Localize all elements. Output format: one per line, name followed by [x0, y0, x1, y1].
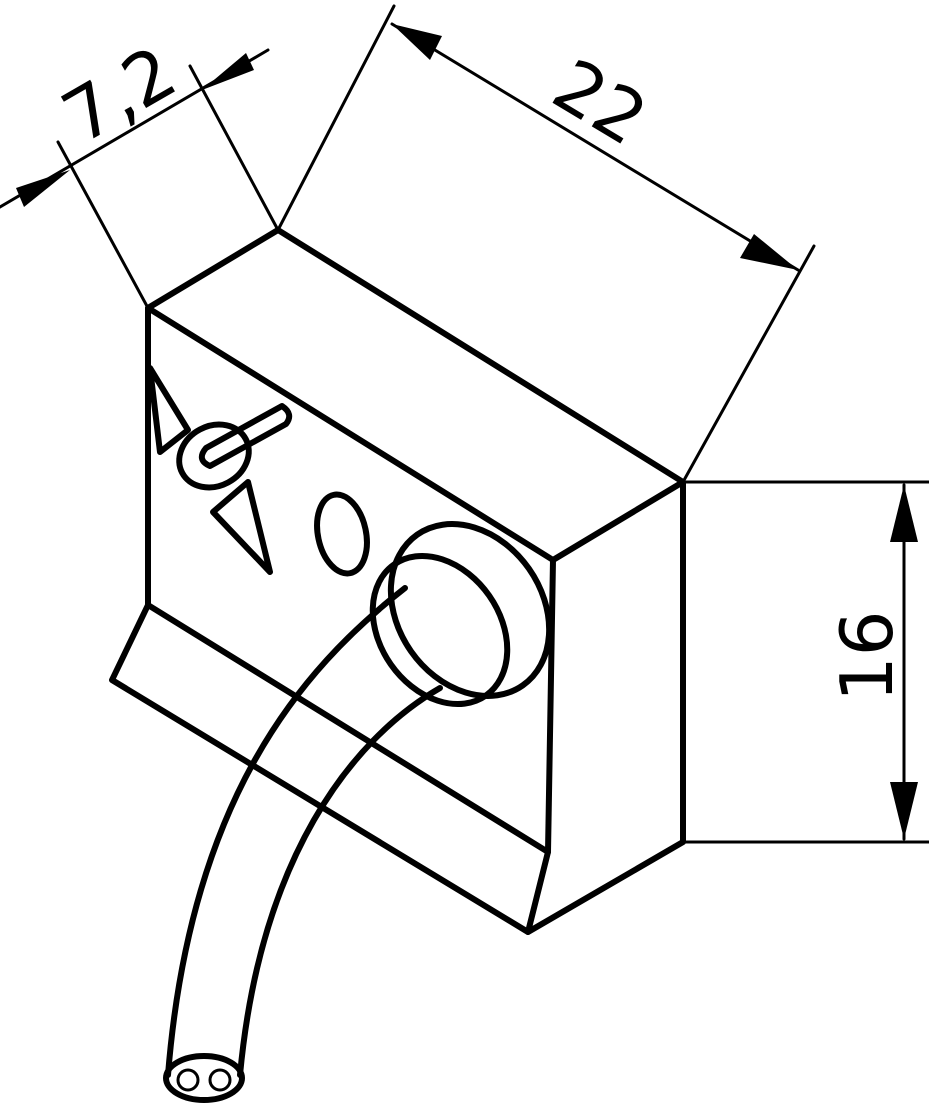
arrowhead: [392, 24, 442, 60]
extension-line: [188, 64, 280, 232]
cable-core-left: [176, 1068, 200, 1092]
cable-gland-ring: [387, 521, 553, 699]
triangle-marker-lower: [210, 479, 273, 575]
cable-assembly: [163, 521, 553, 1103]
cable-gland-face: [369, 552, 511, 708]
adjustment-slot: [198, 403, 293, 469]
adjustment-knob: [176, 421, 252, 491]
triangle-marker-upper: [147, 365, 191, 455]
housing-front-face: [145, 305, 556, 855]
arrowhead: [740, 234, 798, 270]
cable-edge: [237, 685, 443, 1078]
extension-line: [681, 244, 816, 484]
cable-core-right: [208, 1068, 232, 1092]
sensor-housing: [109, 227, 686, 935]
extension-line: [56, 140, 150, 310]
dimension-line: [390, 22, 800, 272]
arrowhead: [16, 170, 70, 207]
housing-right-face: [525, 479, 686, 935]
housing-top-face: [145, 227, 686, 563]
dimension-width-label: 22: [539, 43, 661, 162]
dimension-width: 22: [276, 4, 816, 484]
extension-line: [276, 4, 396, 232]
arrowhead: [890, 782, 918, 839]
sensing-face-symbols: [147, 365, 370, 577]
cable: [165, 585, 408, 1078]
dimension-depth-label: 7,2: [49, 30, 190, 160]
arrowhead: [890, 485, 918, 542]
cable-end: [163, 1053, 245, 1103]
arrowhead: [202, 53, 254, 90]
dimension-height-label: 16: [825, 610, 909, 702]
mounting-flange: [109, 602, 531, 935]
led-indicator: [314, 491, 370, 577]
dimension-height: 16: [681, 480, 929, 844]
dimension-depth: 7,2: [0, 30, 280, 310]
